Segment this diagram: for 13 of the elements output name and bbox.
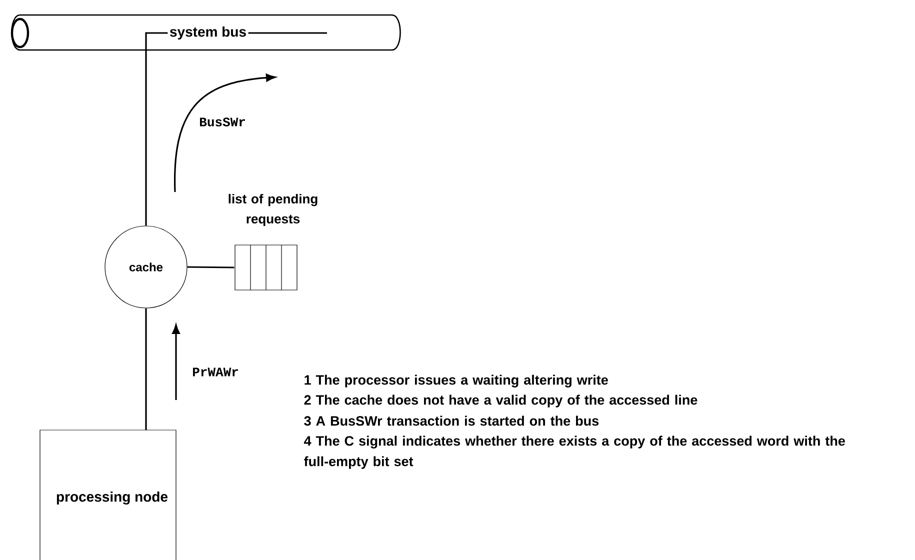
node-label: list of pending requests	[228, 194, 318, 226]
connector-line	[145, 308, 147, 430]
processing-box: processing node	[40, 430, 176, 560]
note-text: 3 A BusSWr transaction is started on the bus	[304, 416, 599, 426]
bus-cylinder: system bus	[10, 14, 401, 51]
note-text: 1 The processor issues a waiting altering write	[304, 374, 608, 388]
signal-label: PrWAWr	[193, 368, 238, 376]
connector-line	[145, 32, 328, 226]
note-text: 4 The C signal indicates whether there exists a copy of the accessed word with the full-empty bit set	[304, 436, 845, 469]
connector-line	[187, 266, 234, 268]
note-text: 2 The cache does not have a valid copy of the accessed line	[304, 394, 698, 408]
signal-label: BusSWr	[200, 118, 245, 126]
request-queue: list of pending requests	[228, 194, 318, 290]
